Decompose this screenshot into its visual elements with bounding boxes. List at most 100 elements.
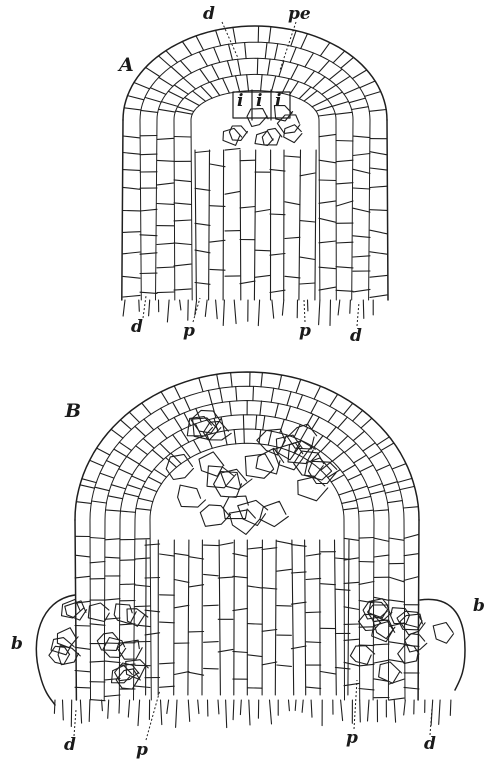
figure-a-cell-wall [319,180,336,181]
figure-b-cell-wall [374,510,389,511]
figure-a-cell-wall [247,75,249,91]
figure-b-basal-wall [128,700,129,717]
figure-b-label-b-left: b [11,636,23,653]
figure-b-cell-wall [374,555,389,557]
figure-a-cell-wall [174,203,191,205]
figure-b-meristem-cell [238,500,268,525]
figure-a-cell-wall [176,111,193,114]
figure-a-cell-wall [344,87,359,94]
figure-b-cell-wall [389,679,404,684]
figure-a-cell-wall [319,241,336,243]
figure-b-basal-wall [188,700,189,721]
figure-a-cell-wall [291,31,296,46]
figure-b-cell-wall [111,429,123,438]
figure-b-cell-wall [108,496,123,499]
figure-b-meristem-cell [229,510,259,535]
figure-b-cell-wall [90,624,105,626]
figure-b-cell-wall [194,440,201,453]
figure-b-meristem-cell [298,477,328,501]
figure-b-cell-wall [143,486,157,491]
figure-b-meristem-cell [224,496,249,518]
figure-a-cell-wall [200,69,210,82]
figure-b-core-column [305,540,306,695]
figure-b-cell-wall [136,508,151,510]
figure-a-cell-wall [349,98,365,103]
figure-b-cell-wall [356,496,371,499]
figure-b-cell-wall [279,375,282,389]
figure-b-core-cell [335,558,350,559]
figure-b-cell-wall [389,538,404,540]
figure-a-cell-wall [370,295,387,298]
figure-a-core-cell [240,160,255,161]
figure-a-core-cell [285,202,300,205]
figure-a-cell-wall [124,108,141,110]
figure-b-basal-wall [233,700,234,720]
figure-b-core-cell [277,569,292,571]
figure-a-cell-wall [336,141,353,142]
figure-a-cell-wall [282,79,289,94]
figure-b-cell-wall [345,443,357,452]
figure-b-cell-wall [354,455,367,463]
figure-a-cell-wall [123,276,140,278]
figure-a-core-column [240,150,241,300]
figure-a-label-i-1: i [237,93,243,110]
figure-a-core-cell [255,250,270,251]
figure-b-cell-wall [105,618,120,619]
figure-b-basal-wall [63,700,64,720]
figure-b-cell-wall [327,427,336,438]
figure-a-core-cell [225,191,240,194]
figure-a-cell-wall [174,264,191,266]
figure-b-cell-wall [152,450,163,460]
figure-b-basal-wall [404,700,406,715]
figure-b-cell-wall [344,538,359,540]
figure-a-basal-wall [123,300,125,316]
figure-a-basal-wall [350,300,351,313]
figure-b-core-cell [204,605,219,606]
figure-a-cell-wall [216,30,221,45]
figure-b-cell-wall [106,461,119,467]
figure-b-cell-wall [90,460,104,466]
figure-b-cell-wall [253,386,254,400]
figure-a-cell-wall [238,59,241,75]
figure-a-cell-wall [332,102,348,107]
figure-a-cell-wall [319,218,336,222]
figure-b-cell-wall [135,606,150,607]
figure-b-core-column [174,540,175,695]
figure-b-cell-wall [75,687,90,688]
figure-b-basal-wall [54,700,55,713]
figure-b-cell-wall [389,642,404,644]
figure-a-panel-label: A [119,56,134,75]
figure-b-core-cell [174,553,189,555]
figure-b-cell-wall [344,582,359,583]
figure-b-layer-side-left-5 [150,520,151,700]
figure-b-cell-wall [271,388,274,402]
figure-a-cell-wall [159,56,171,67]
figure-b-core-cell [160,554,175,556]
figure-a-layer-side-right-2 [352,120,353,300]
figure-b-cell-wall [328,410,337,422]
figure-b-core-cell [204,668,219,669]
figure-a-core-cell [300,173,315,176]
figure-a-cell-wall [316,106,332,111]
figure-a-core-cell [300,283,315,284]
figure-a-cell-wall [370,210,387,211]
figure-b-cell-wall [312,417,320,429]
figure-a-cell-wall [319,287,336,290]
figure-b-cell-wall [160,443,170,453]
figure-b-core-cell [145,610,160,612]
figure-a-cell-wall [146,67,160,76]
figure-a-cell-wall [233,27,236,43]
figure-a-cell-wall [305,53,314,67]
figure-a-cell-wall [353,208,370,212]
figure-b-basal-wall [138,700,140,726]
figure-a-cell-wall [335,112,352,114]
figure-b-core-cell [277,541,292,544]
figure-a-cell-wall [141,110,158,112]
figure-b-cell-wall [105,557,120,558]
figure-b-cell-wall [136,446,148,455]
figure-b-core-cell [306,687,321,688]
figure-b-core-cell [248,624,263,625]
figure-b-right-bulge-meristem-cell [433,623,453,644]
